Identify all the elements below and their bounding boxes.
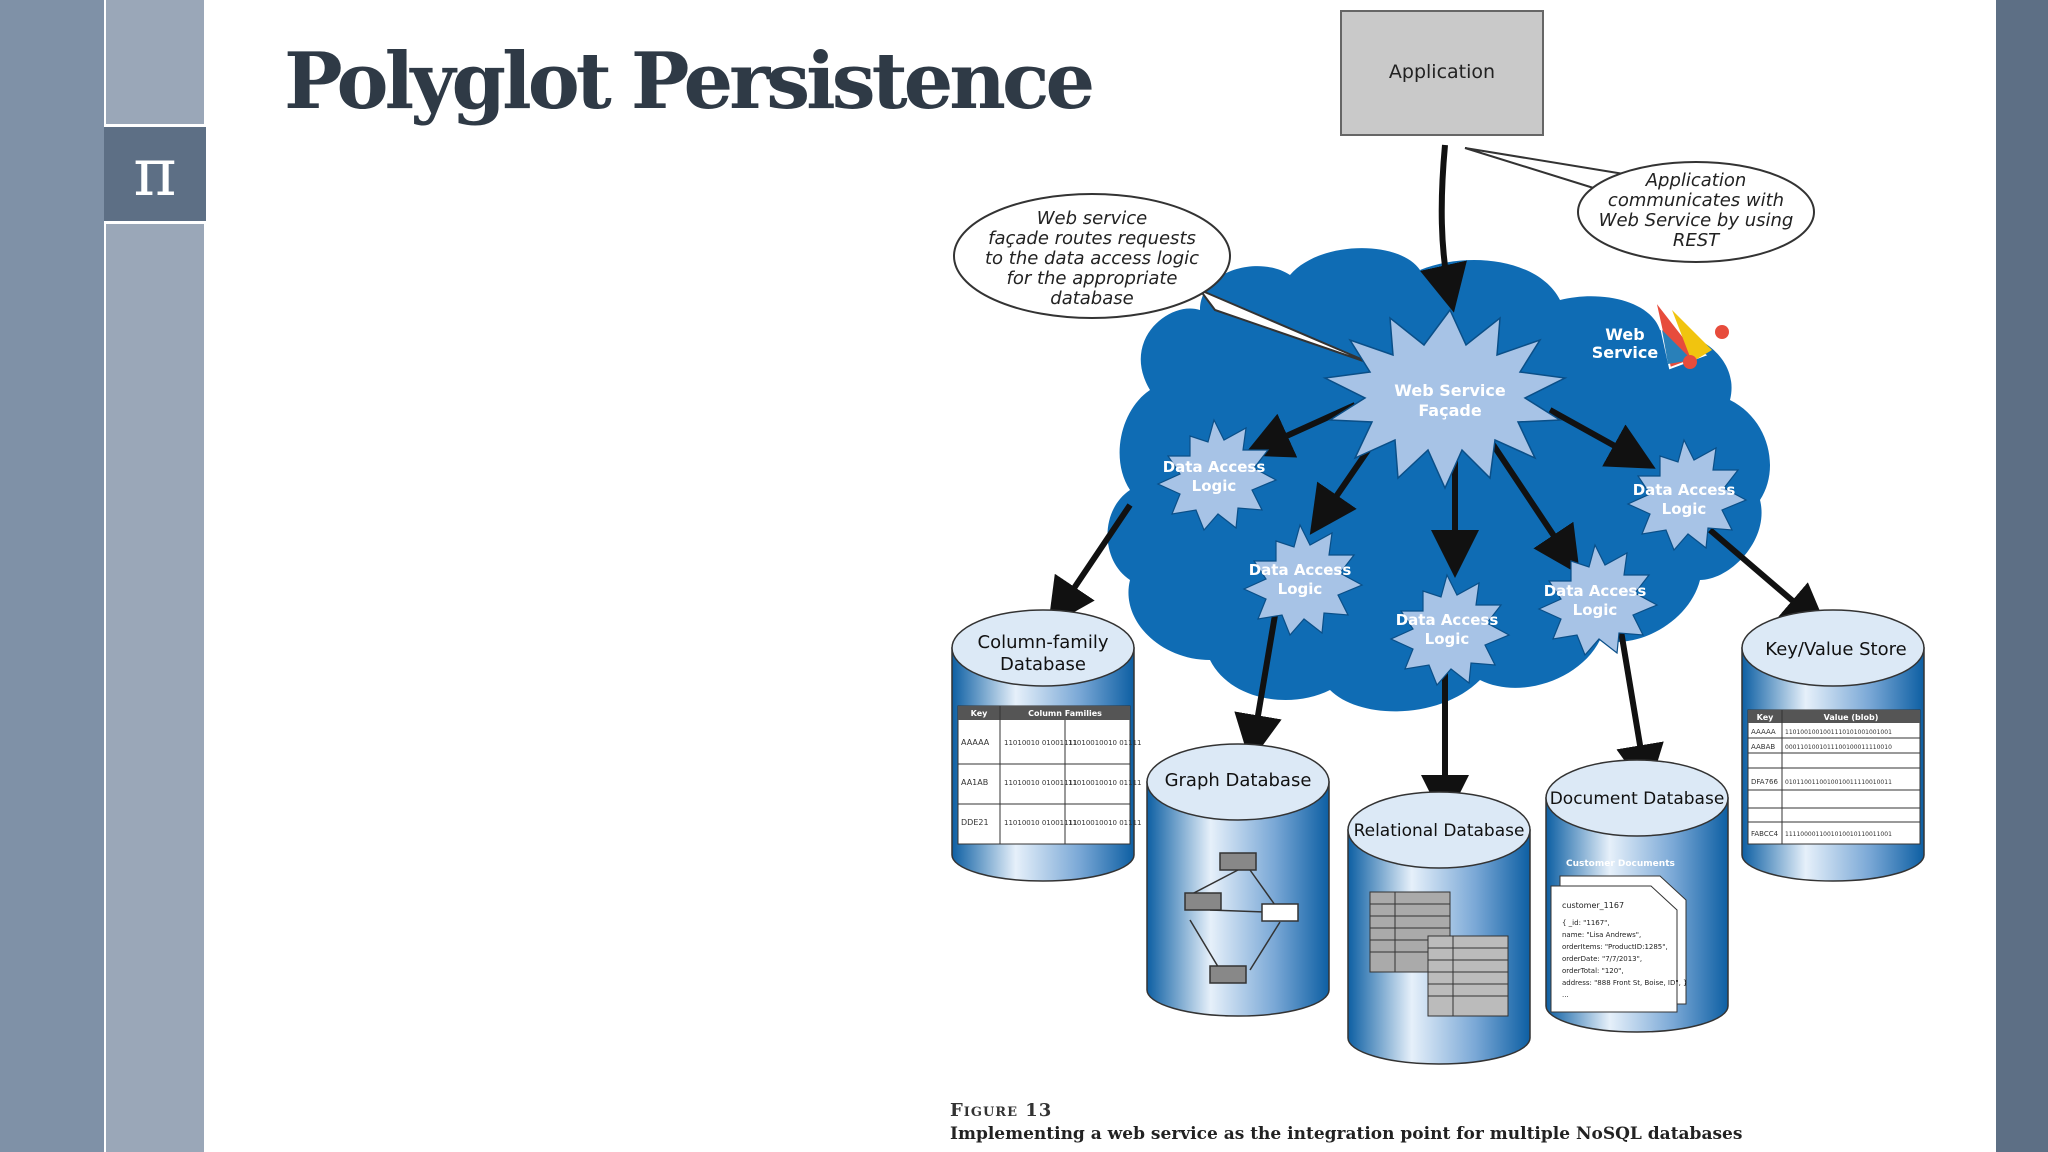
callout-rest-line-4: REST: [1673, 230, 1721, 251]
cf-row-3-key: DDE21: [961, 818, 989, 827]
column-family-title-1: Column-family: [978, 632, 1109, 653]
facade-label-2: Façade: [1418, 401, 1482, 420]
document-line-6: orderTotal: "120",: [1562, 967, 1624, 975]
dal-5-label-1: Data Access: [1633, 481, 1736, 499]
cf-row-2-c2: 11010010010 01111: [1068, 779, 1141, 787]
document-line-4: orderItems: "ProductID:1285",: [1562, 943, 1668, 951]
pi-logo: π: [104, 124, 206, 224]
column-family-title-2: Database: [1000, 654, 1086, 675]
document-line-7: address: "888 Front St, Boise, ID", }: [1562, 979, 1687, 987]
cf-row-3-c1: 11010010 01001111: [1004, 819, 1077, 827]
web-service-icon: Web Service: [1592, 299, 1729, 370]
cf-row-2-c1: 11010010 01001111: [1004, 779, 1077, 787]
callout-facade-line-3: to the data access logic: [985, 248, 1199, 269]
kv-header-value: Value (blob): [1824, 713, 1879, 722]
graph-nodes: [1184, 852, 1299, 984]
cf-row-2-key: AA1AB: [961, 778, 988, 787]
web-service-label-1: Web: [1605, 325, 1644, 344]
kv-row-6-key: FABCC4: [1751, 830, 1779, 838]
document-line-5: orderDate: "7/7/2013",: [1562, 955, 1642, 963]
callout-rest: Application communicates with Web Servic…: [1464, 147, 1815, 263]
callout-rest-line-2: communicates with: [1608, 190, 1784, 211]
callout-facade-line-2: façade routes requests: [988, 228, 1196, 249]
document-line-2: { _id: "1167",: [1562, 919, 1610, 927]
dal-1-label-2: Logic: [1192, 477, 1237, 495]
document-database: Document Database Customer Documents cus…: [1545, 759, 1729, 1033]
callout-facade-line-4: for the appropriate: [1006, 268, 1177, 289]
graph-database: Graph Database: [1146, 743, 1330, 1017]
kv-row-1-value: 1101001001001110101001001001: [1785, 729, 1892, 736]
relational-database: Relational Database: [1347, 791, 1531, 1065]
kv-row-4-key: DFA766: [1751, 778, 1778, 786]
arrow-facade-to-dal-4: [1487, 438, 1580, 575]
relational-title: Relational Database: [1354, 821, 1525, 841]
kv-row-6-value: 1111000011001010010110011001: [1785, 831, 1892, 838]
callout-facade-line-5: database: [1050, 288, 1133, 309]
dal-4-label-1: Data Access: [1544, 582, 1647, 600]
key-value-title: Key/Value Store: [1765, 639, 1906, 660]
dal-star-2: Data Access Logic: [1242, 523, 1364, 637]
connectors: [1047, 144, 1829, 823]
kv-row-4-value: 0101100110010010011110010011: [1785, 779, 1892, 786]
column-family-database: Column-family Database Key Column Famili…: [951, 609, 1141, 882]
dal-3-label-2: Logic: [1425, 630, 1470, 648]
facade-star: Web Service Façade: [1322, 308, 1568, 490]
callout-rest-line-3: Web Service by using: [1599, 210, 1794, 231]
left-decorative-bar: [0, 0, 104, 1152]
graph-title: Graph Database: [1165, 770, 1312, 791]
cf-header-families: Column Families: [1028, 709, 1102, 718]
arrow-dal-to-document: [1616, 624, 1664, 793]
cf-header-key: Key: [971, 709, 988, 718]
arrow-dal-to-keyvalue: [1708, 527, 1829, 632]
arrow-facade-to-dal-5: [1548, 407, 1656, 469]
slide-title: Polyglot Persistence: [284, 36, 1095, 127]
relational-tables: [1369, 891, 1509, 1017]
figure-label: Figure 13: [950, 1100, 1053, 1121]
key-value-store: Key/Value Store Key Value (blob) AAAAA 1…: [1741, 609, 1925, 882]
document-line-8: ...: [1562, 991, 1569, 999]
callout-facade: Web service façade routes requests to th…: [953, 193, 1376, 366]
arrow-facade-to-dal-1: [1243, 402, 1357, 458]
dal-star-1: Data Access Logic: [1156, 418, 1278, 532]
dal-2-label-2: Logic: [1278, 580, 1323, 598]
callout-rest-line-1: Application: [1645, 170, 1747, 191]
polyglot-diagram: Application Application communicates wit…: [951, 10, 1925, 1065]
figure-caption: Implementing a web service as the integr…: [950, 1124, 1743, 1144]
dal-star-5: Data Access Logic: [1626, 438, 1748, 552]
kv-row-2-key: AABAB: [1751, 743, 1775, 751]
facade-label-1: Web Service: [1394, 381, 1506, 400]
cf-row-1-c1: 11010010 01001111: [1004, 739, 1077, 747]
application-box: Application: [1340, 10, 1544, 136]
kv-header-key: Key: [1757, 713, 1774, 722]
callout-facade-line-1: Web service: [1037, 208, 1148, 229]
dal-2-label-1: Data Access: [1249, 561, 1352, 579]
arrow-dal-to-graph: [1234, 614, 1282, 763]
document-line-1: customer_1167: [1562, 901, 1624, 910]
arrow-app-to-facade: [1420, 144, 1467, 313]
arrow-dal-to-column: [1047, 503, 1133, 627]
dal-star-4: Data Access Logic: [1537, 543, 1659, 657]
application-label: Application: [1389, 61, 1495, 83]
cf-row-3-c2: 11010010010 01111: [1068, 819, 1141, 827]
cf-row-1-c2: 11010010010 01111: [1068, 739, 1141, 747]
dal-3-label-1: Data Access: [1396, 611, 1499, 629]
document-title: Document Database: [1550, 789, 1725, 809]
web-service-label-2: Service: [1592, 343, 1659, 362]
dal-1-label-1: Data Access: [1163, 458, 1266, 476]
right-decorative-bar: [1996, 0, 2048, 1152]
dal-4-label-2: Logic: [1573, 601, 1618, 619]
document-line-3: name: "Lisa Andrews",: [1562, 931, 1641, 939]
kv-row-2-value: 0001101001011100100011110010: [1785, 744, 1892, 751]
dal-5-label-2: Logic: [1662, 500, 1707, 518]
dal-star-3: Data Access Logic: [1389, 573, 1511, 687]
document-subtitle: Customer Documents: [1566, 859, 1675, 869]
kv-row-1-key: AAAAA: [1751, 728, 1776, 736]
cf-row-1-key: AAAAA: [961, 738, 990, 747]
